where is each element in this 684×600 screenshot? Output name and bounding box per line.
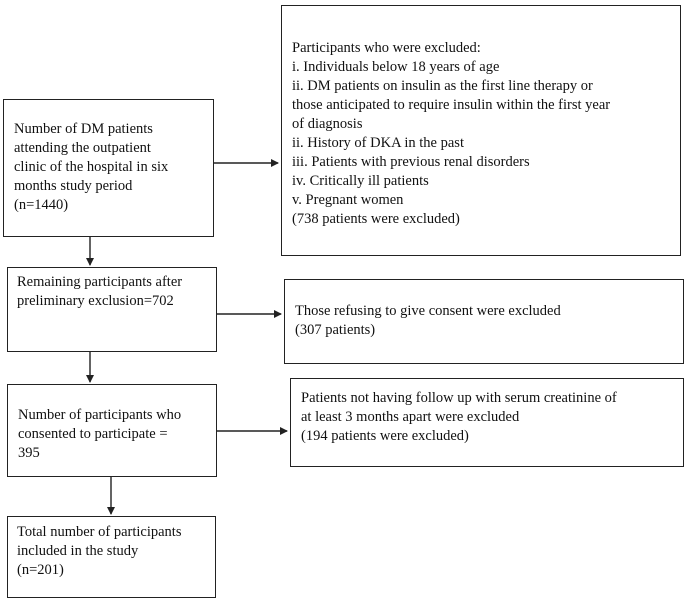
box-text-line: (n=1440) — [14, 197, 69, 213]
box-text-line: ii. History of DKA in the past — [292, 135, 464, 151]
box-text-line: consented to participate = — [18, 426, 168, 442]
box-text-line: i. Individuals below 18 years of age — [292, 59, 500, 75]
box-text-line: (n=201) — [17, 562, 64, 578]
box-text-line: v. Pregnant women — [292, 192, 404, 208]
consented-participants-box: Number of participants who consented to … — [7, 384, 217, 477]
exclusion-criteria-box: Participants who were excluded: i. Indiv… — [281, 5, 681, 256]
final-participants-box: Total number of participants included in… — [7, 516, 216, 598]
box-text-line: Participants who were excluded: — [292, 40, 481, 56]
initial-patients-box: Number of DM patients attending the outp… — [3, 99, 214, 237]
box-text-line: (307 patients) — [295, 322, 376, 338]
box-text-line: iv. Critically ill patients — [292, 173, 429, 189]
no-followup-excluded-box: Patients not having follow up with serum… — [290, 378, 684, 467]
box-text-line: 395 — [18, 445, 40, 461]
box-text-line: (738 patients were excluded) — [292, 211, 460, 227]
box-text-line: Those refusing to give consent were excl… — [295, 303, 561, 319]
box-text-line: ii. DM patients on insulin as the first … — [292, 78, 593, 94]
box-text-line: Number of participants who — [18, 407, 182, 423]
box-text-line: at least 3 months apart were excluded — [301, 409, 520, 425]
box-text-line: Remaining participants after — [17, 274, 183, 290]
box-text-line: of diagnosis — [292, 116, 363, 132]
box-text-line: Total number of participants — [17, 524, 182, 540]
box-text-line: clinic of the hospital in six — [14, 159, 169, 175]
box-text-line: Patients not having follow up with serum… — [301, 390, 617, 406]
box-text-line: attending the outpatient — [14, 140, 151, 156]
remaining-participants-box: Remaining participants after preliminary… — [7, 267, 217, 352]
box-text-line: preliminary exclusion=702 — [17, 293, 174, 309]
box-text-line: (194 patients were excluded) — [301, 428, 469, 444]
box-text-line: iii. Patients with previous renal disord… — [292, 154, 530, 170]
box-text-line: included in the study — [17, 543, 139, 559]
box-text-line: those anticipated to require insulin wit… — [292, 97, 611, 113]
box-text-line: months study period — [14, 178, 133, 194]
refused-consent-box: Those refusing to give consent were excl… — [284, 279, 684, 364]
box-text-line: Number of DM patients — [14, 121, 153, 137]
